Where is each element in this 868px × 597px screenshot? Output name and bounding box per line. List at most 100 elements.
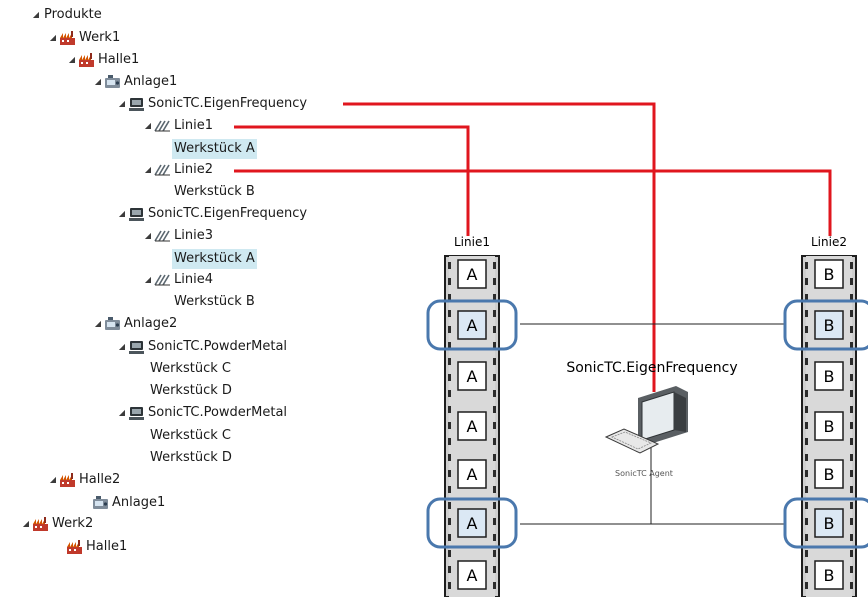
expander-icon[interactable]: ◢ (94, 319, 102, 328)
expander-icon[interactable]: ◢ (144, 275, 152, 284)
tree-node-factory[interactable]: ◢Halle2 (47, 470, 122, 490)
keyboard-icon (604, 428, 660, 454)
link-line2 (234, 169, 832, 236)
tree-node-plant[interactable]: ◢Anlage2 (92, 314, 179, 334)
tape-perforation (493, 518, 496, 525)
tape-perforation (805, 358, 808, 365)
tape-perforation (493, 550, 496, 557)
tape-perforation (805, 262, 808, 269)
workpiece-box (457, 560, 487, 590)
workpiece-label: B (824, 265, 835, 284)
station-highlight (783, 497, 868, 549)
tree-node-root[interactable]: ◢ Produkte (30, 5, 104, 25)
tape-perforation (493, 358, 496, 365)
product-tree: ◢Produkte◢Werk1◢Halle1◢Anlage1◢SonicTC.E… (0, 0, 420, 597)
tree-node-label: Werkstück B (174, 294, 255, 309)
tree-node-item[interactable]: Werkstück D (148, 448, 234, 468)
expander-icon[interactable]: ◢ (118, 99, 126, 108)
tree-node-line[interactable]: ◢Linie1 (142, 116, 215, 136)
tape-perforation (493, 390, 496, 397)
expander-icon[interactable]: ◢ (144, 121, 152, 130)
tree-node-factory[interactable]: ◢ Werk2 (20, 514, 95, 534)
expander-icon[interactable]: ◢ (118, 408, 126, 417)
tape-perforation (493, 502, 496, 509)
tree-node-label: Linie2 (174, 162, 213, 177)
workpiece-box (814, 560, 844, 590)
tape-perforation (493, 566, 496, 573)
expander-icon[interactable]: ◢ (144, 231, 152, 240)
tape-perforation (805, 566, 808, 573)
tape-perforation (448, 518, 451, 525)
tree-node-item[interactable]: Werkstück A (172, 139, 257, 159)
tree-node-label: Werkstück A (172, 139, 257, 159)
workpiece-label: B (824, 367, 835, 386)
tree-node-label: SonicTC.PowderMetal (148, 339, 288, 354)
tape-perforation (850, 342, 853, 349)
tree-node-item[interactable]: Werkstück B (172, 182, 257, 202)
tree-node-label: Produkte (44, 7, 102, 22)
monitor-side (674, 392, 686, 432)
tree-node-label: Werk2 (52, 516, 94, 531)
station-highlight (426, 299, 518, 351)
tree-node-line[interactable]: ◢ Linie4 (142, 270, 215, 290)
expander-icon[interactable]: ◢ (94, 77, 102, 86)
workpiece-box (814, 411, 844, 441)
tree-node-label: SonicTC.PowderMetal (148, 405, 288, 420)
tree-node-factory[interactable]: ◢Halle1 (66, 50, 141, 70)
tape-perforation (493, 486, 496, 493)
tape-perforation (493, 534, 496, 541)
tree-node-item[interactable]: Werkstück C (148, 426, 233, 446)
tree-node-device[interactable]: ◢SonicTC.EigenFrequency (116, 204, 309, 224)
tree-node-plant[interactable]: Anlage1 (92, 493, 167, 513)
tree-node-device[interactable]: ◢ SonicTC.PowderMetal (116, 337, 289, 357)
tree-node-label: Werkstück A (172, 249, 257, 269)
machine-icon (104, 74, 121, 90)
tape-perforation (805, 438, 808, 445)
tree-node-factory[interactable]: ◢Werk1 (47, 28, 122, 48)
tape-perforation (448, 582, 451, 589)
tree-node-item[interactable]: Werkstück A (172, 249, 257, 269)
tree-node-item[interactable]: Werkstück B (172, 292, 257, 312)
factory-icon (78, 52, 95, 68)
expander-icon[interactable]: ◢ (49, 475, 57, 484)
tree-node-line[interactable]: ◢ Linie2 (142, 160, 215, 180)
tape-perforation (448, 422, 451, 429)
tape-perforation (493, 294, 496, 301)
tree-node-device[interactable]: ◢ SonicTC.PowderMetal (116, 403, 289, 423)
tape-perforation (850, 454, 853, 461)
tape-perforation (448, 454, 451, 461)
tape-perforation (448, 534, 451, 541)
expander-icon[interactable]: ◢ (22, 519, 30, 528)
expander-icon[interactable]: ◢ (118, 209, 126, 218)
tape-perforation (448, 502, 451, 509)
tape-perforation (850, 406, 853, 413)
expander-icon[interactable]: ◢ (144, 165, 152, 174)
tree-node-line[interactable]: ◢Linie3 (142, 226, 215, 246)
factory-icon (32, 516, 49, 532)
tape-perforation (493, 470, 496, 477)
tree-node-factory[interactable]: Halle1 (66, 537, 129, 557)
expander-icon[interactable]: ◢ (32, 10, 40, 19)
tree-node-plant[interactable]: ◢Anlage1 (92, 72, 179, 92)
tape-perforation (850, 278, 853, 285)
tape-perforation (850, 310, 853, 317)
tape-perforation (850, 390, 853, 397)
tree-node-label: Linie4 (174, 272, 213, 287)
production-line-icon (154, 272, 171, 288)
tape-perforation (493, 310, 496, 317)
tape-perforation (448, 406, 451, 413)
expander-icon[interactable]: ◢ (68, 55, 76, 64)
tree-node-item[interactable]: Werkstück C (148, 359, 233, 379)
workpiece-box (457, 259, 487, 289)
tree-node-label: Anlage1 (112, 495, 166, 510)
device-icon (128, 339, 145, 355)
tape-perforation (850, 358, 853, 365)
tree-node-device[interactable]: ◢SonicTC.EigenFrequency (116, 94, 309, 114)
tree-node-item[interactable]: Werkstück D (148, 381, 234, 401)
tree-node-label: Werkstück D (150, 450, 232, 465)
expander-icon[interactable]: ◢ (49, 33, 57, 42)
expander-icon[interactable]: ◢ (118, 342, 126, 351)
